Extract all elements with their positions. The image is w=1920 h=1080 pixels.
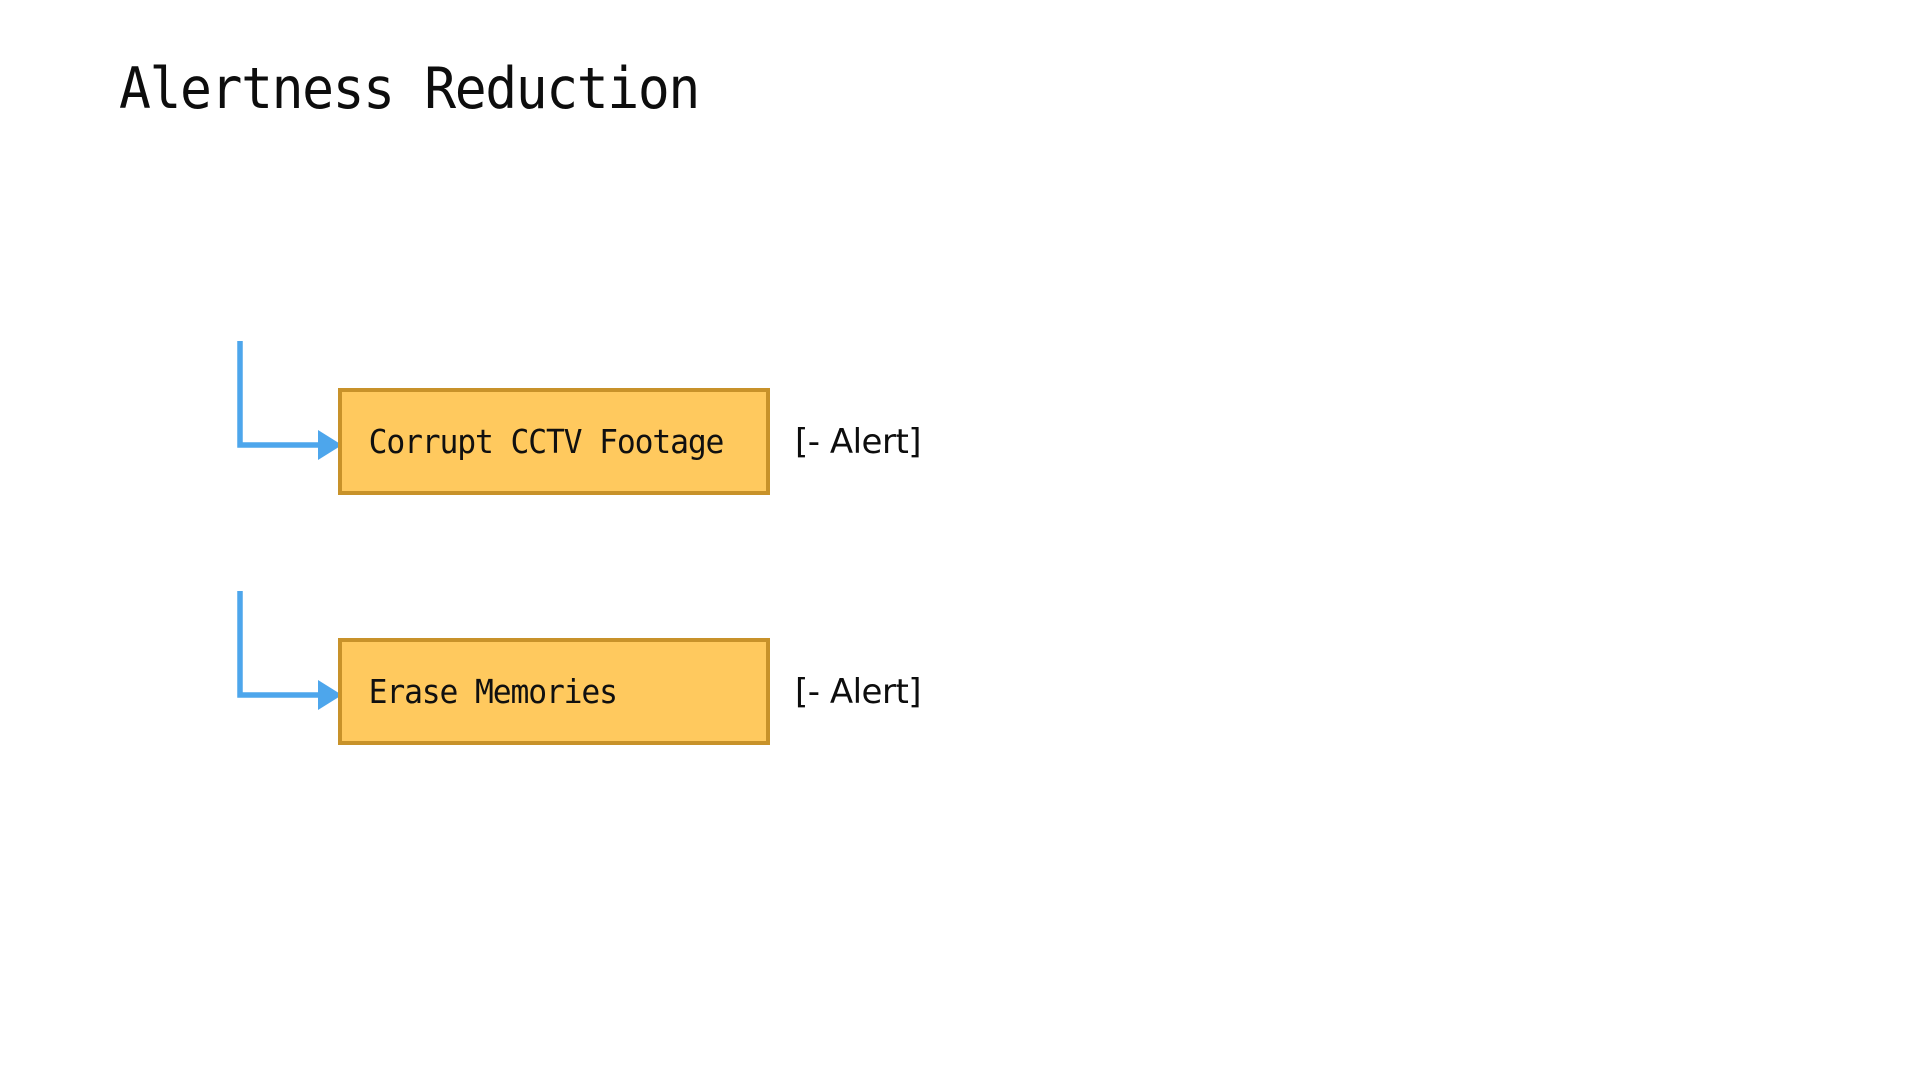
- elbow-arrow-connector-icon: [237, 341, 342, 460]
- node-annotation: [- Alert]: [795, 421, 922, 462]
- node-box[interactable]: Corrupt CCTV Footage: [338, 388, 770, 495]
- node-box-label: Erase Memories: [368, 672, 618, 711]
- node-box[interactable]: Erase Memories: [338, 638, 770, 745]
- page-title: Alertness Reduction: [119, 56, 700, 122]
- elbow-arrow-connector-icon: [237, 591, 342, 710]
- node-group: Corrupt CCTV Footage [- Alert]: [0, 330, 1920, 550]
- node-group: Erase Memories [- Alert]: [0, 580, 1920, 800]
- node-annotation: [- Alert]: [795, 671, 922, 712]
- node-box-label: Corrupt CCTV Footage: [368, 422, 725, 461]
